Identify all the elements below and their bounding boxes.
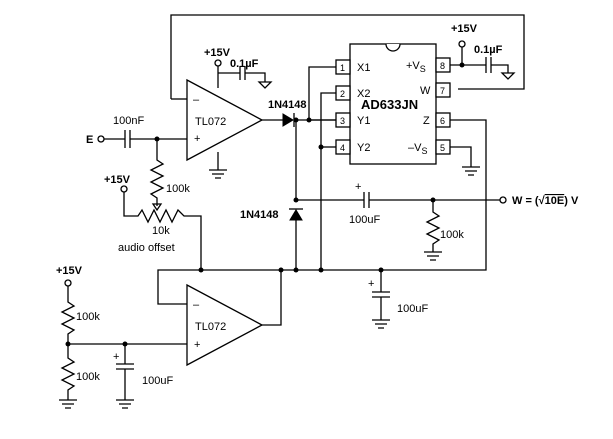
- ad633-chip: AD633JN 1 X1 2 X2 3 Y1 4 Y2 8 +VS 7 W 6 …: [335, 43, 451, 165]
- opamp1-supply: +15V 0.1µF: [204, 47, 273, 89]
- input-stage: E 100nF 100k: [86, 115, 190, 212]
- supply3-label: +15V: [451, 23, 478, 35]
- pot-label: 10k: [152, 225, 170, 237]
- pin-y2: Y2: [357, 142, 370, 154]
- output-formula: W = (√10E) V: [512, 195, 579, 207]
- output-suffix: ) V: [564, 195, 579, 207]
- res-div-bot-label: 100k: [76, 371, 100, 383]
- opamp1-plus: +: [194, 133, 200, 145]
- diode-1: 1N4148: [262, 99, 342, 127]
- svg-text:+: +: [368, 278, 374, 290]
- output-prefix: W = (: [512, 195, 539, 207]
- res-out-label: 100k: [440, 229, 464, 241]
- pin-3: 3: [340, 116, 345, 126]
- feedback-loop-wire: [170, 14, 525, 99]
- cap1-label: 0.1µF: [230, 58, 259, 70]
- cap-in-label: 100nF: [113, 115, 144, 127]
- cap-out-label: 100uF: [349, 214, 380, 226]
- svg-text:+: +: [113, 351, 119, 363]
- chip-supply: +15V 0.1µF: [450, 23, 516, 80]
- opamp1-ground: [209, 152, 227, 179]
- cap2-label: 0.1µF: [474, 44, 503, 56]
- chip-label: AD633JN: [361, 97, 418, 112]
- input-label: E: [86, 134, 93, 146]
- supply4-label: +15V: [56, 265, 83, 277]
- pin-z: Z: [423, 115, 430, 127]
- supply2-label: +15V: [104, 174, 131, 186]
- pin-2: 2: [340, 89, 345, 99]
- pin-x2: X2: [357, 88, 370, 100]
- output-arg: 10E: [545, 195, 565, 207]
- opamp1-label: TL072: [195, 116, 226, 128]
- pin-8: 8: [440, 61, 445, 71]
- pin-5: 5: [440, 143, 445, 153]
- chip-ground: [450, 146, 480, 176]
- pin-vsp: +VS: [406, 60, 426, 74]
- supply1-label: +15V: [204, 47, 231, 59]
- pin-w: W: [420, 85, 431, 97]
- diode-2: 1N4148: [240, 120, 303, 270]
- diode1-label: 1N4148: [268, 99, 307, 111]
- pin-1: 1: [340, 63, 345, 73]
- pin-4: 4: [340, 143, 345, 153]
- bias-divider: +15V 100k 100k + 100uF: [56, 265, 187, 409]
- svg-text:W = (√10E) V: W = (√10E) V: [512, 195, 579, 207]
- pin-vsm: –VS: [408, 142, 427, 156]
- pot-caption: audio offset: [118, 242, 175, 254]
- output-network: + 100uF 100k: [296, 181, 507, 261]
- res-pot-series-label: 100k: [166, 183, 190, 195]
- pin-y1: Y1: [357, 115, 370, 127]
- opamp-2: – + TL072: [186, 283, 264, 367]
- mid-cap: + 100uF: [368, 270, 428, 329]
- opamp1-minus: –: [193, 94, 200, 106]
- pin-7: 7: [440, 86, 445, 96]
- opamp-1: – + TL072: [186, 78, 264, 162]
- opamp2-label: TL072: [195, 321, 226, 333]
- opamp2-plus: +: [194, 339, 200, 351]
- opamp2-minus: –: [193, 299, 200, 311]
- res-div-top-label: 100k: [76, 311, 100, 323]
- cap-mid-label: 100uF: [397, 303, 428, 315]
- pin-x1: X1: [357, 62, 370, 74]
- output-sqrt: √: [539, 195, 546, 207]
- diode2-label: 1N4148: [240, 209, 279, 221]
- cap-bias-label: 100uF: [142, 375, 173, 387]
- svg-text:+: +: [355, 181, 361, 193]
- audio-offset-pot[interactable]: +15V 10k audio offset: [104, 174, 202, 270]
- pin-6: 6: [440, 116, 445, 126]
